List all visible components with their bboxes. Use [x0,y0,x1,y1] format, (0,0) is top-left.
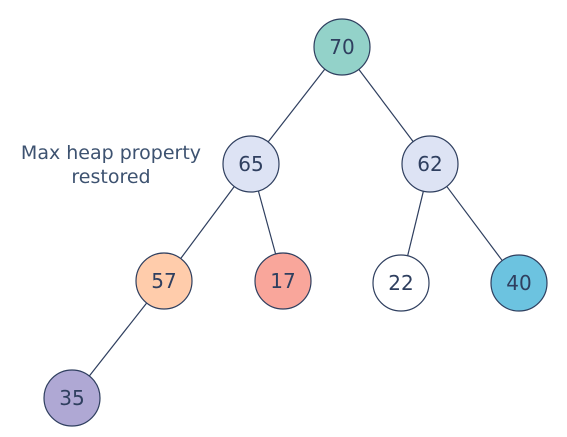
node-label: 22 [388,271,413,295]
node-57: 57 [135,252,193,310]
node-circle [490,254,548,312]
node-17: 17 [254,252,312,310]
node-circle [254,252,312,310]
node-label: 40 [506,271,531,295]
node-label: 62 [417,152,442,176]
node-62: 62 [401,135,459,193]
node-label: 35 [59,386,84,410]
node-label: 65 [238,152,263,176]
node-40: 40 [490,254,548,312]
node-circle [401,135,459,193]
node-label: 57 [151,269,176,293]
node-circle [222,135,280,193]
node-circle [313,18,371,76]
edge-n57-n35 [88,302,148,377]
node-70: 70 [313,18,371,76]
heap-caption: Max heap property restored [0,141,222,189]
edge-n70-n62 [358,69,414,142]
caption-line-1: Max heap property [20,142,202,164]
node-label: 70 [329,35,354,59]
node-22: 22 [372,254,430,312]
node-65: 65 [222,135,280,193]
caption-line-2: restored [71,166,151,188]
edge-n70-n65 [267,68,326,143]
edge-n65-n17 [257,190,277,255]
node-label: 17 [270,269,295,293]
node-circle [135,252,193,310]
node-circle [372,254,430,312]
edge-n62-n40 [446,186,503,261]
node-35: 35 [43,369,101,427]
node-circle [43,369,101,427]
edge-n65-n57 [180,186,235,259]
edge-n62-n22 [407,191,424,256]
